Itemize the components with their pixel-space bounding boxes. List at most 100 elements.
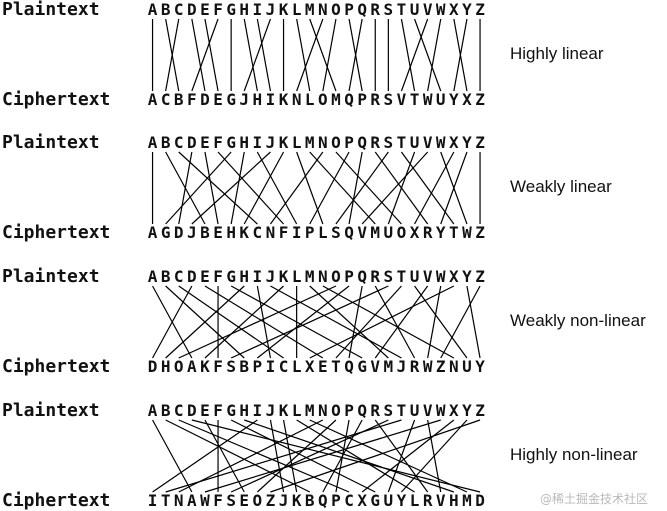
mapping-lines <box>152 419 481 493</box>
plaintext-row-label: Plaintext <box>2 400 100 421</box>
mapping-line-d <box>178 151 193 225</box>
mapping-line-h <box>243 18 258 92</box>
mapping-line-u <box>414 285 468 359</box>
panel-title: Weakly linear <box>510 177 612 196</box>
plaintext-letter: C <box>174 0 184 19</box>
plaintext-letter: T <box>397 401 407 420</box>
mapping-line-z <box>440 285 481 359</box>
ciphertext-letter: L <box>292 357 302 376</box>
plaintext-letter: D <box>187 267 197 286</box>
mapping-line-r <box>374 285 416 359</box>
mapping-line-i <box>256 18 272 92</box>
mapping-line-q <box>348 18 363 92</box>
plaintext-letter: Y <box>462 133 472 152</box>
mapping-line-z <box>270 419 481 493</box>
ciphertext-row-label: Ciphertext <box>2 356 110 377</box>
ciphertext-letter: Z <box>436 357 446 376</box>
ciphertext-letter: R <box>423 491 433 510</box>
plaintext-letter: Q <box>357 401 367 420</box>
ciphertext-letter: J <box>187 223 197 242</box>
plaintext-letter: A <box>148 401 158 420</box>
plaintext-letter: N <box>318 267 328 286</box>
plaintext-letter: V <box>423 267 433 286</box>
ciphertext-letter: G <box>370 491 380 510</box>
mapping-line-d <box>191 419 481 493</box>
ciphertext-letter: K <box>239 223 249 242</box>
plaintext-letter: G <box>226 0 236 19</box>
plaintext-letter: I <box>253 267 263 286</box>
mapping-line-c <box>178 419 350 493</box>
ciphertext-letter: Z <box>266 491 276 510</box>
mapping-line-v <box>400 18 429 92</box>
plaintext-letter: M <box>305 401 315 420</box>
mapping-line-y <box>440 151 468 225</box>
ciphertext-letter: I <box>266 90 276 109</box>
plaintext-letter: I <box>253 401 263 420</box>
plaintext-letter: Z <box>475 133 485 152</box>
plaintext-letter: O <box>331 401 341 420</box>
ciphertext-row-label: Ciphertext <box>2 89 110 110</box>
watermark: @稀土掘金技术社区 <box>540 491 648 506</box>
plaintext-letter: U <box>410 0 420 19</box>
plaintext-letter: B <box>161 133 171 152</box>
plaintext-letter: V <box>423 133 433 152</box>
ciphertext-letter: Y <box>475 357 485 376</box>
mapping-line-n <box>322 285 455 359</box>
plaintext-letter: E <box>200 267 210 286</box>
ciphertext-letter: Q <box>318 491 328 510</box>
ciphertext-row-label: Ciphertext <box>2 490 110 511</box>
mapping-line-k <box>282 419 298 493</box>
mapping-line-q <box>348 151 363 225</box>
mapping-lines <box>151 18 481 92</box>
plaintext-letter: G <box>226 133 236 152</box>
ciphertext-letter: B <box>174 90 184 109</box>
plaintext-letter: N <box>318 401 328 420</box>
plaintext-letter: A <box>148 267 158 286</box>
plaintext-letter: F <box>213 133 223 152</box>
mapping-line-v <box>374 285 429 359</box>
plaintext-letter: R <box>370 0 380 19</box>
mapping-line-m <box>309 18 337 92</box>
ciphertext-letter: H <box>253 90 263 109</box>
ciphertext-letter: P <box>331 491 341 510</box>
ciphertext-letter: R <box>423 223 433 242</box>
ciphertext-letter: O <box>253 491 263 510</box>
plaintext-letter: S <box>384 0 394 19</box>
plaintext-letter: B <box>161 0 171 19</box>
plaintext-letter: S <box>384 133 394 152</box>
ciphertext-letter: D <box>475 491 485 510</box>
mapping-lines <box>151 151 481 225</box>
mapping-line-e <box>204 419 245 493</box>
mapping-line-o <box>322 18 337 92</box>
mapping-line-q <box>322 419 363 493</box>
mapping-line-d <box>191 18 206 92</box>
ciphertext-letter: R <box>410 357 420 376</box>
mapping-line-d <box>152 285 193 359</box>
plaintext-letter: V <box>423 0 433 19</box>
mapping-line-s <box>230 285 389 359</box>
plaintext-letter: G <box>226 401 236 420</box>
plaintext-letter: J <box>266 267 276 286</box>
mapping-line-a <box>152 419 193 493</box>
ciphertext-letter: A <box>148 90 158 109</box>
ciphertext-letter: W <box>423 357 433 376</box>
ciphertext-letter: H <box>161 357 171 376</box>
mapping-line-f <box>191 18 219 92</box>
mapping-line-y <box>453 18 468 92</box>
ciphertext-letter: C <box>253 223 263 242</box>
mapping-line-j <box>269 419 285 493</box>
plaintext-letter: A <box>148 133 158 152</box>
mapping-line-y <box>401 419 468 493</box>
plaintext-letter: X <box>449 267 459 286</box>
ciphertext-letter: E <box>318 357 328 376</box>
ciphertext-letter: A <box>187 491 197 510</box>
ciphertext-letter: B <box>200 223 210 242</box>
panel-title: Highly linear <box>510 44 604 63</box>
plaintext-letter: Y <box>462 0 472 19</box>
ciphertext-letter: K <box>200 357 210 376</box>
plaintext-letter: S <box>384 267 394 286</box>
plaintext-letter: E <box>200 401 210 420</box>
mapping-line-l <box>296 18 311 92</box>
ciphertext-letter: P <box>253 357 263 376</box>
